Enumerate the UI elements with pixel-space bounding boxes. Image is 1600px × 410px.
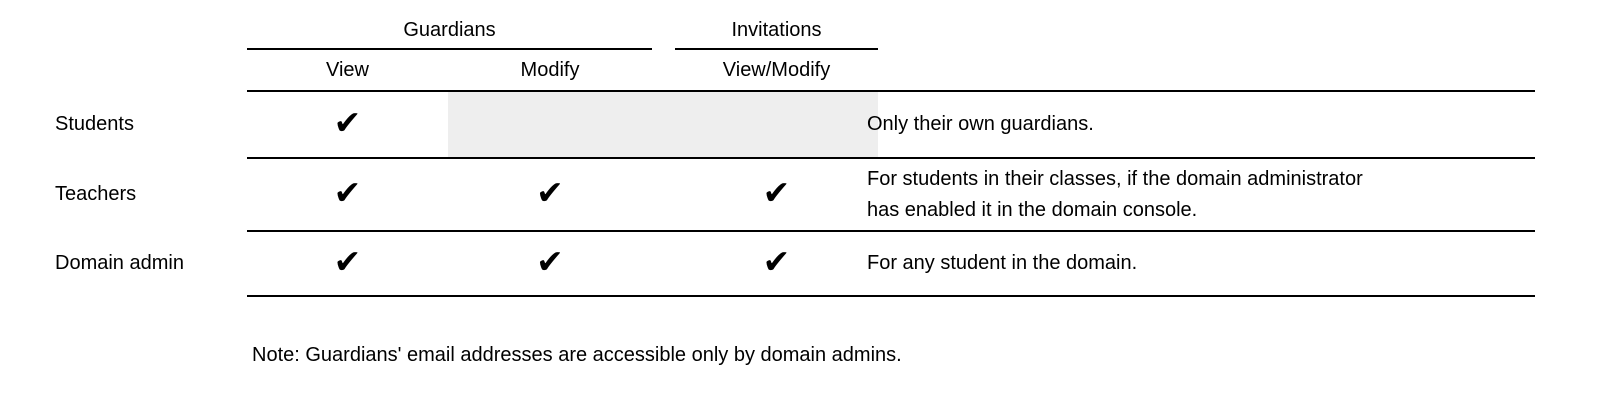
table-rule-bottom — [247, 295, 1535, 297]
column-header-view-modify: View/Modify — [722, 58, 831, 81]
check-mark-icon: ✔ — [762, 173, 791, 212]
cell-students-guardians-modify — [448, 92, 652, 157]
row-label-students: Students — [55, 92, 240, 157]
cell-admin-guardians-view: ✔ — [247, 232, 448, 295]
invitations-group-underline — [675, 48, 878, 50]
students-disabled-cells-highlight — [448, 92, 878, 157]
row-label-text: Teachers — [55, 183, 137, 205]
row-label-teachers: Teachers — [55, 159, 240, 230]
cell-students-guardians-view: ✔ — [247, 92, 448, 157]
check-mark-icon: ✔ — [762, 242, 791, 281]
check-mark-icon: ✔ — [333, 242, 362, 281]
check-mark-icon: ✔ — [536, 242, 564, 281]
note-text: Only their own guardians. — [867, 113, 1094, 135]
guardians-group-underline — [247, 48, 652, 50]
row-label-text: Students — [55, 113, 134, 135]
cell-teachers-guardians-view: ✔ — [247, 159, 448, 230]
cell-admin-invitations: ✔ — [675, 232, 878, 295]
cell-teachers-note: For students in their classes, if the do… — [867, 159, 1527, 230]
cell-admin-note: For any student in the domain. — [867, 232, 1527, 295]
note-text: For any student in the domain. — [867, 252, 1138, 274]
cell-admin-guardians-modify: ✔ — [448, 232, 652, 295]
check-mark-icon: ✔ — [333, 103, 362, 142]
note-text: For students in their classes, if the do… — [867, 167, 1363, 221]
cell-teachers-guardians-modify: ✔ — [448, 159, 652, 230]
column-group-guardians: Guardians — [403, 18, 496, 41]
check-mark-icon: ✔ — [333, 173, 362, 212]
guardians-email-footnote: Note: Guardians' email addresses are acc… — [252, 344, 902, 366]
table-rule-after-students — [247, 157, 1535, 159]
column-header-view: View — [326, 58, 369, 81]
column-group-invitations: Invitations — [731, 18, 822, 41]
cell-students-invitations — [675, 92, 878, 157]
column-header-modify: Modify — [520, 58, 580, 81]
row-label-domain-admin: Domain admin — [55, 232, 240, 295]
table-rule-after-teachers — [247, 230, 1535, 232]
row-label-text: Domain admin — [55, 252, 184, 274]
cell-teachers-invitations: ✔ — [675, 159, 878, 230]
check-mark-icon: ✔ — [536, 173, 564, 212]
cell-students-note: Only their own guardians. — [867, 92, 1527, 157]
table-rule-header — [247, 90, 1535, 92]
